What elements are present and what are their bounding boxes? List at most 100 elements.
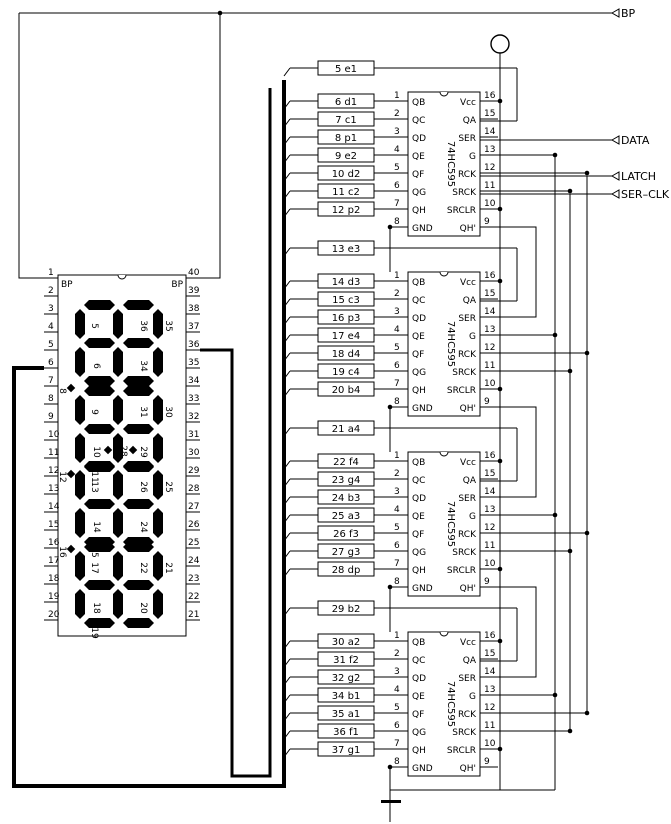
resistor: [317, 273, 375, 289]
lcd-seg-label: 11: [89, 471, 99, 482]
chip-pin-number: 13: [484, 685, 495, 695]
resistor-label: 8 p1: [335, 133, 357, 144]
shift-register-notch: [439, 271, 449, 277]
resistor: [317, 201, 375, 217]
cascade-wire: [498, 226, 537, 318]
lcd-segment-center: [113, 433, 123, 463]
lcd-seg-label: 25: [163, 481, 173, 492]
lcd-segment-center: [113, 551, 123, 581]
chip-pin-number: 10: [484, 739, 496, 749]
chip-pin-number: 16: [484, 91, 496, 101]
lcd-right-pin-number: 34: [188, 376, 200, 386]
lcd-right-pin-number: 22: [188, 592, 199, 602]
chip-pin-number: 7: [394, 739, 400, 749]
lcd-segment-a: [123, 461, 154, 471]
lcd-left-pin-number: 16: [48, 538, 60, 548]
resistor: [317, 723, 375, 739]
chip-pin-number: 14: [484, 127, 496, 137]
chip-pin-name: Vcc: [460, 638, 476, 648]
lcd-right-pin-number: 21: [188, 610, 199, 620]
lcd-right-pin-number: 24: [188, 556, 200, 566]
junction-dot: [552, 332, 558, 338]
chip-pin-name: SER: [458, 674, 476, 684]
lcd-dp: [66, 383, 76, 393]
chip-pin-name: GND: [412, 404, 433, 414]
junction-dot: [497, 98, 503, 104]
chip-pin-number: 9: [484, 217, 490, 227]
lcd-seg-label: 24: [138, 521, 148, 533]
lcd-right-pin-number: 39: [188, 286, 200, 296]
resistor-lead: [283, 370, 291, 380]
resistor: [317, 543, 375, 559]
chip-pin-number: 12: [484, 343, 495, 353]
junction-dot: [567, 728, 573, 734]
lcd-segment-g: [123, 338, 154, 348]
resistor-lead: [283, 427, 291, 437]
chip-pin-number: 12: [484, 163, 495, 173]
resistor-label: 34 b1: [332, 691, 361, 702]
lcd-dp: [66, 469, 76, 479]
resistor-label: 31 f2: [333, 655, 359, 666]
cascade-wire: [498, 586, 537, 678]
lcd-seg-label: 22: [138, 562, 148, 573]
resistor: [317, 240, 375, 256]
resistor-lead: [283, 694, 291, 704]
chip-pin-number: 4: [394, 325, 400, 335]
chip-pin-number: 8: [394, 577, 400, 587]
resistor: [317, 183, 375, 199]
chip-pin-number: 8: [394, 217, 400, 227]
lcd-segment-b: [153, 470, 163, 500]
lcd-seg-label: 23: [110, 602, 120, 613]
shift-register-notch: [439, 451, 449, 457]
resistor-lead: [283, 532, 291, 542]
resistor-lead: [283, 334, 291, 344]
lcd-segment-b: [153, 395, 163, 425]
shift-register-name: 74HC595: [445, 321, 456, 367]
chip-pin-number: 8: [394, 397, 400, 407]
resistor: [317, 381, 375, 397]
junction-dot: [584, 710, 590, 716]
chip-pin-number: 3: [394, 487, 400, 497]
chip-pin-number: 10: [484, 199, 496, 209]
shift-register-body: [407, 91, 481, 237]
resistor-lead: [283, 640, 291, 650]
chip-pin-name: QG: [412, 188, 426, 198]
lcd-left-pin-number: 3: [48, 304, 54, 314]
chip-pin-name: GND: [412, 764, 433, 774]
shift-register-name: 74HC595: [445, 501, 456, 547]
lcd-right-pin-number: 40: [188, 268, 200, 278]
ser-clk-net-arrow: [610, 189, 620, 199]
chip-pin-number: 15: [484, 469, 495, 479]
chip-pin-name: QC: [412, 116, 425, 126]
chip-pin-number: 11: [484, 541, 495, 551]
lcd-segment-a: [123, 386, 154, 396]
resistor: [317, 633, 375, 649]
chip-pin-name: QH: [412, 386, 426, 396]
resistor: [317, 600, 375, 616]
lcd-bp-right-label: BP: [171, 280, 183, 290]
resistor-lead: [283, 352, 291, 362]
chip-pin-number: 3: [394, 667, 400, 677]
chip-pin-name: RCK: [458, 170, 477, 180]
resistor: [317, 687, 375, 703]
chip-pin-name: QD: [412, 674, 426, 684]
chip-pin-name: QE: [412, 512, 425, 522]
resistor-label: 9 e2: [335, 151, 357, 162]
lcd-segment-g: [84, 424, 115, 434]
bp-net-label: BP: [621, 7, 636, 20]
lcd-segment-a: [123, 542, 154, 552]
lcd-segment-c: [153, 433, 163, 463]
chip-pin-number: 2: [394, 109, 400, 119]
junction-dot: [387, 584, 393, 590]
segment-bus-inner: [200, 88, 272, 778]
junction-dot: [497, 746, 503, 752]
chip-pin-number: 16: [484, 271, 496, 281]
lcd-segment-c: [153, 589, 163, 619]
chip-pin-number: 2: [394, 649, 400, 659]
junction-dot: [567, 368, 573, 374]
chip-pin-number: 11: [484, 361, 495, 371]
lcd-right-pin-number: 28: [188, 484, 200, 494]
lcd-segment-f: [75, 551, 85, 581]
chip-pin-name: QG: [412, 368, 426, 378]
lcd-dp-label: 16: [57, 546, 67, 558]
